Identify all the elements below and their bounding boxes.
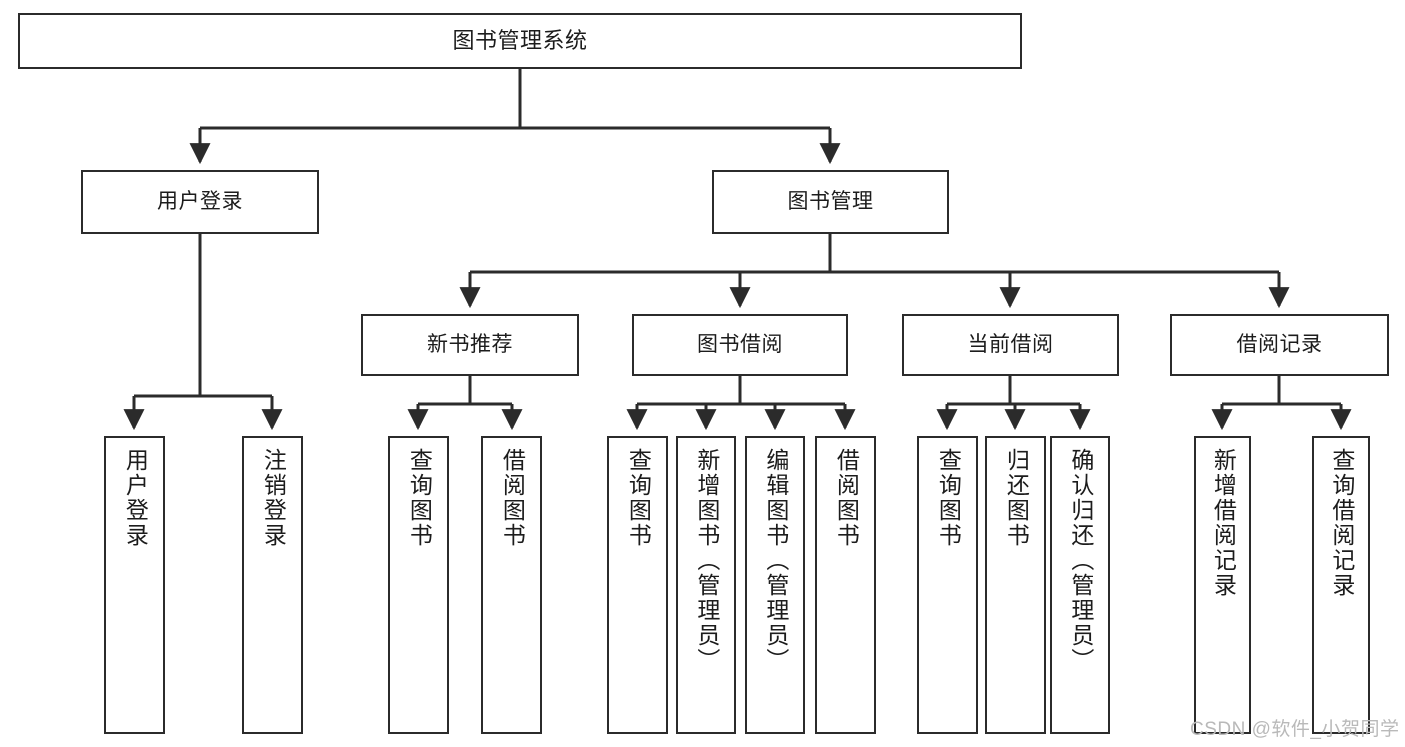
node-leaf-query-record[interactable]: 查询借阅记录 bbox=[1312, 436, 1370, 734]
node-leaf-query-book-1[interactable]: 查询图书 bbox=[388, 436, 449, 734]
edge-group-current-borrow bbox=[936, 376, 1091, 431]
node-new-book-recommend[interactable]: 新书推荐 bbox=[361, 314, 579, 376]
node-book-borrow[interactable]: 图书借阅 bbox=[632, 314, 848, 376]
node-leaf-logout[interactable]: 注销登录 bbox=[242, 436, 303, 734]
node-label: 图书管理 bbox=[787, 189, 874, 213]
node-label: 借阅图书 bbox=[833, 448, 860, 548]
node-leaf-return-book[interactable]: 归还图书 bbox=[985, 436, 1046, 734]
node-leaf-query-book-3[interactable]: 查询图书 bbox=[917, 436, 978, 734]
node-label: 确认归还（管理员） bbox=[1067, 448, 1094, 673]
edge-group-borrow-record bbox=[1211, 376, 1352, 431]
node-label: 查询图书 bbox=[406, 448, 433, 548]
node-label: 用户登录 bbox=[157, 189, 243, 213]
node-book-manage[interactable]: 图书管理 bbox=[712, 170, 949, 234]
node-leaf-add-record[interactable]: 新增借阅记录 bbox=[1194, 436, 1251, 734]
node-leaf-confirm-return[interactable]: 确认归还（管理员） bbox=[1050, 436, 1110, 734]
csdn-watermark: CSDN @软件_小贺同学 bbox=[1190, 719, 1400, 740]
node-label: 用户登录 bbox=[122, 448, 149, 548]
node-user-login[interactable]: 用户登录 bbox=[81, 170, 319, 234]
node-current-borrow[interactable]: 当前借阅 bbox=[902, 314, 1119, 376]
node-label: 查询图书 bbox=[935, 448, 962, 548]
node-label: 借阅图书 bbox=[499, 448, 526, 548]
node-label: 编辑图书（管理员） bbox=[762, 448, 789, 673]
node-label: 新增借阅记录 bbox=[1210, 448, 1237, 598]
node-borrow-record[interactable]: 借阅记录 bbox=[1170, 314, 1389, 376]
node-label: 借阅记录 bbox=[1236, 332, 1323, 356]
node-label: 新书推荐 bbox=[427, 332, 513, 356]
node-leaf-add-book[interactable]: 新增图书（管理员） bbox=[676, 436, 736, 734]
node-label: 图书借阅 bbox=[697, 332, 783, 356]
node-leaf-borrow-book-1[interactable]: 借阅图书 bbox=[481, 436, 542, 734]
node-label: 归还图书 bbox=[1003, 448, 1030, 548]
node-label: 新增图书（管理员） bbox=[693, 448, 720, 673]
node-leaf-borrow-book-2[interactable]: 借阅图书 bbox=[815, 436, 876, 734]
node-leaf-edit-book[interactable]: 编辑图书（管理员） bbox=[745, 436, 805, 734]
node-leaf-user-login[interactable]: 用户登录 bbox=[104, 436, 165, 734]
edge-group-new-book bbox=[407, 376, 523, 431]
node-label: 查询图书 bbox=[625, 448, 652, 548]
edge-group-book-borrow bbox=[626, 376, 856, 431]
node-label: 图书管理系统 bbox=[452, 28, 588, 54]
node-label: 查询借阅记录 bbox=[1328, 448, 1355, 598]
node-leaf-query-book-2[interactable]: 查询图书 bbox=[607, 436, 668, 734]
edge-group-user-login bbox=[123, 234, 283, 431]
node-book-management-system[interactable]: 图书管理系统 bbox=[18, 13, 1022, 69]
node-label: 当前借阅 bbox=[967, 332, 1054, 356]
node-label: 注销登录 bbox=[260, 448, 287, 548]
edge-group-book-manage bbox=[459, 234, 1290, 309]
edge-group-root bbox=[189, 69, 841, 165]
